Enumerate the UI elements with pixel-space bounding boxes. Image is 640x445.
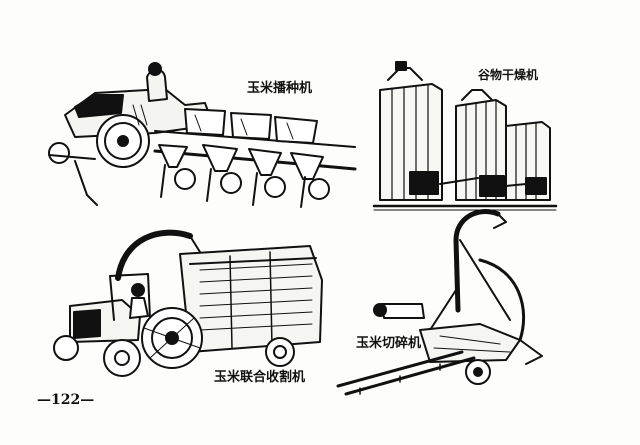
page-number: —122— [37,392,95,408]
corn-planter-drawing [48,62,357,208]
grain-dryer-caption: 谷物干燥机 [478,68,539,82]
corn-chopper-caption: 玉米切碎机 [356,336,422,351]
corn-chopper-drawing [336,209,543,396]
corn-planter-caption: 玉米播种机 [247,81,313,96]
corn-harvester-drawing [53,229,323,377]
corn-harvester-caption: 玉米联合收割机 [214,370,306,385]
grain-dryer-drawing [372,61,558,211]
